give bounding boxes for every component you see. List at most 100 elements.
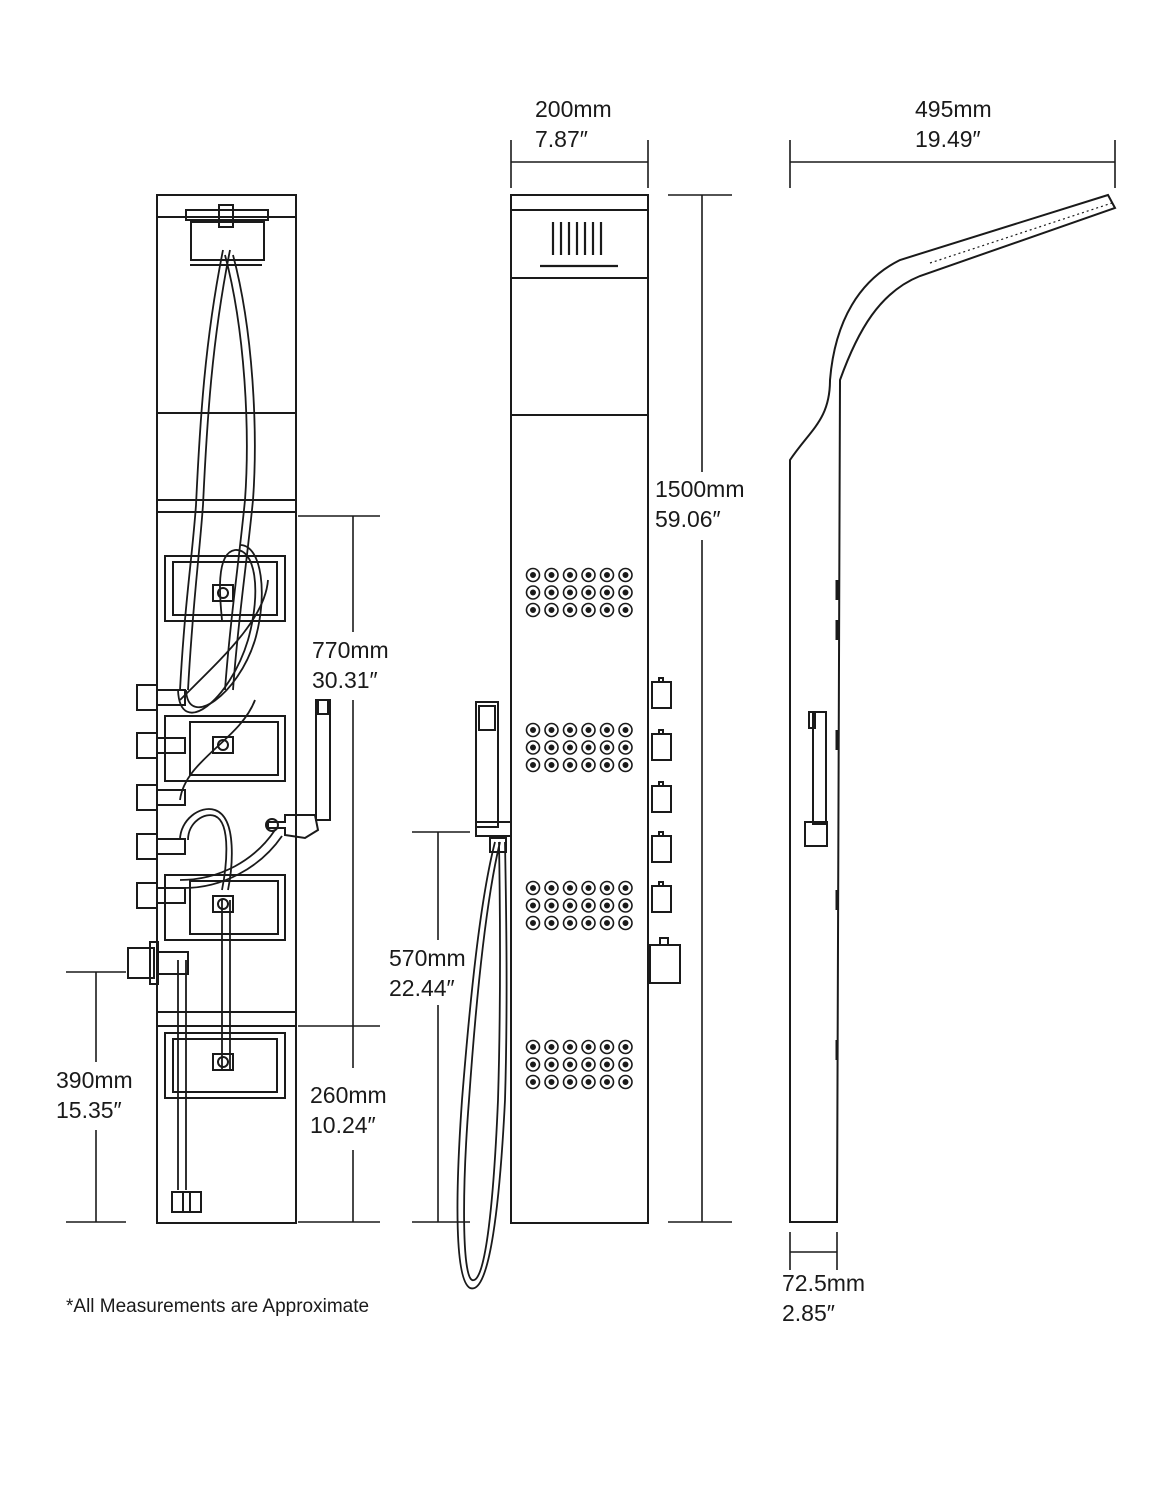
- jet-nozzle: [582, 882, 595, 895]
- rear-handshower: [266, 700, 330, 838]
- jet-nozzle-center: [568, 903, 572, 907]
- dim-height-lower-inch: 10.24″: [310, 1112, 376, 1138]
- jet-nozzle-center: [531, 1045, 535, 1049]
- jet-nozzle-center: [623, 608, 627, 612]
- rain-head-vents: [540, 222, 618, 266]
- dim-depth-body: 72.5mm 2.85″: [782, 1268, 865, 1328]
- jet-nozzle-center: [549, 1080, 553, 1084]
- jet-nozzle-center: [549, 886, 553, 890]
- jet-nozzle-center: [568, 921, 572, 925]
- jet-nozzle: [582, 917, 595, 930]
- side-panel-outline: [790, 195, 1115, 1222]
- jet-nozzle-center: [568, 1045, 572, 1049]
- jet-nozzle: [564, 724, 577, 737]
- jet-nozzle-center: [605, 1045, 609, 1049]
- jet-nozzle-center: [623, 728, 627, 732]
- jet-nozzle: [564, 759, 577, 772]
- jet-nozzle-center: [549, 590, 553, 594]
- jet-nozzle-center: [586, 1045, 590, 1049]
- jet-nozzle: [582, 741, 595, 754]
- jet-nozzle-center: [605, 728, 609, 732]
- jet-nozzle: [582, 604, 595, 617]
- jet-nozzle-center: [531, 886, 535, 890]
- jet-nozzle-center: [605, 1080, 609, 1084]
- body-jets: [527, 569, 633, 1089]
- jet-nozzle: [564, 586, 577, 599]
- jet-nozzle: [582, 1041, 595, 1054]
- jet-nozzle: [619, 1041, 632, 1054]
- jet-nozzle: [582, 724, 595, 737]
- jet-nozzle-center: [531, 1080, 535, 1084]
- jet-nozzle-center: [623, 745, 627, 749]
- jet-nozzle: [619, 1058, 632, 1071]
- jet-nozzle-center: [605, 745, 609, 749]
- jet-nozzle-center: [531, 763, 535, 767]
- jet-nozzle-center: [531, 573, 535, 577]
- jet-nozzle: [545, 899, 558, 912]
- jet-nozzle-center: [568, 573, 572, 577]
- jet-nozzle: [564, 741, 577, 754]
- jet-nozzle: [619, 899, 632, 912]
- jet-nozzle-center: [568, 608, 572, 612]
- jet-nozzle-center: [605, 886, 609, 890]
- dim-height-lower: 260mm 10.24″: [310, 1080, 387, 1140]
- dim-height-total-mm: 1500mm: [655, 476, 745, 502]
- jet-nozzle-center: [568, 763, 572, 767]
- jet-nozzle-center: [623, 1045, 627, 1049]
- jet-nozzle: [619, 1076, 632, 1089]
- dim-width-front: 200mm 7.87″: [535, 94, 612, 154]
- jet-nozzle-center: [568, 728, 572, 732]
- jet-nozzle: [527, 882, 540, 895]
- jet-nozzle-center: [623, 1080, 627, 1084]
- jet-nozzle: [545, 1076, 558, 1089]
- dim-depth-head: 495mm 19.49″: [915, 94, 992, 154]
- jet-nozzle-center: [623, 573, 627, 577]
- jet-nozzle-center: [586, 590, 590, 594]
- jet-nozzle-center: [605, 763, 609, 767]
- dim-width-front-mm: 200mm: [535, 96, 612, 122]
- jet-nozzle: [619, 759, 632, 772]
- jet-nozzle: [619, 917, 632, 930]
- rear-valves: [213, 585, 233, 1070]
- front-dimension-lines: [412, 140, 732, 1222]
- jet-nozzle-center: [623, 1062, 627, 1066]
- jet-nozzle-center: [531, 608, 535, 612]
- rear-side-knobs: [128, 685, 188, 984]
- jet-nozzle: [601, 604, 614, 617]
- jet-nozzle: [601, 882, 614, 895]
- jet-nozzle: [564, 882, 577, 895]
- jet-nozzle: [545, 1041, 558, 1054]
- jet-nozzle-center: [549, 763, 553, 767]
- jet-nozzle: [601, 899, 614, 912]
- jet-nozzle-center: [549, 728, 553, 732]
- front-panel-outline: [511, 195, 648, 1223]
- jet-nozzle: [527, 569, 540, 582]
- jet-nozzle-center: [549, 921, 553, 925]
- dim-height-handshower-mm: 570mm: [389, 945, 466, 971]
- rain-head-fitting: [186, 205, 268, 265]
- dim-depth-body-mm: 72.5mm: [782, 1270, 866, 1296]
- jet-nozzle: [619, 882, 632, 895]
- jet-nozzle-center: [568, 886, 572, 890]
- jet-nozzle: [619, 724, 632, 737]
- jet-nozzle: [545, 569, 558, 582]
- jet-nozzle: [545, 882, 558, 895]
- jet-nozzle: [527, 1058, 540, 1071]
- jet-nozzle-center: [605, 921, 609, 925]
- jet-nozzle-center: [605, 1062, 609, 1066]
- jet-nozzle: [582, 899, 595, 912]
- jet-nozzle-center: [531, 590, 535, 594]
- jet-nozzle-center: [623, 590, 627, 594]
- dim-height-valves: 770mm 30.31″: [312, 635, 389, 695]
- jet-nozzle-center: [605, 903, 609, 907]
- dim-depth-body-inch: 2.85″: [782, 1300, 835, 1326]
- jet-nozzle-center: [531, 728, 535, 732]
- jet-nozzle: [601, 1041, 614, 1054]
- jet-nozzle: [545, 741, 558, 754]
- jet-nozzle: [545, 917, 558, 930]
- dim-height-total: 1500mm 59.06″: [655, 474, 744, 534]
- jet-nozzle: [527, 899, 540, 912]
- jet-nozzle: [545, 1058, 558, 1071]
- dim-height-handshower-inch: 22.44″: [389, 975, 455, 1001]
- rear-hoses: [178, 250, 282, 1190]
